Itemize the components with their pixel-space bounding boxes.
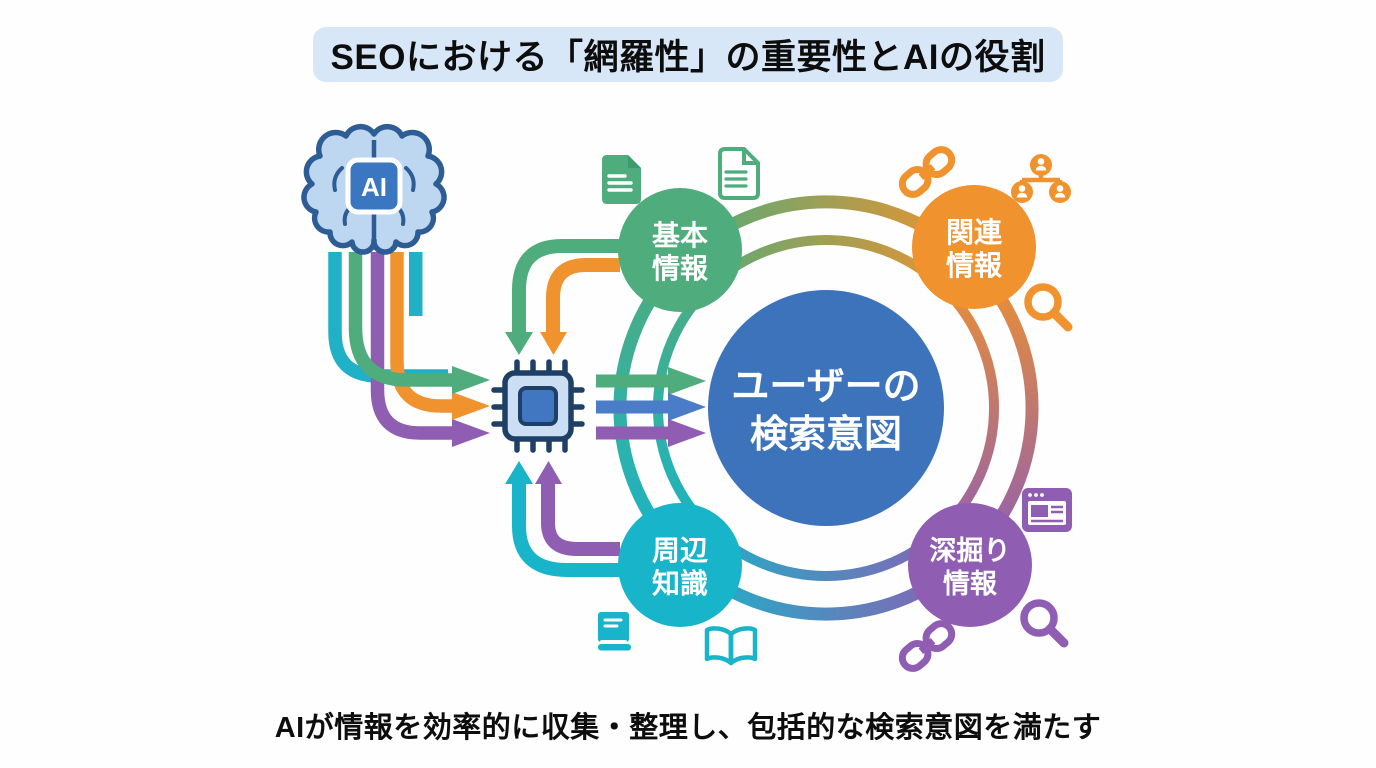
open-book-icon — [704, 626, 758, 666]
link-icon-purple — [898, 620, 956, 672]
node-related-label-1: 関連 — [946, 217, 1003, 248]
closed-book-icon — [598, 612, 631, 651]
bottom-input-arrows — [505, 461, 620, 577]
search-icon-purple — [1020, 599, 1069, 648]
node-basic-label-2: 情報 — [652, 253, 709, 284]
bottom-caption: AIが情報を効率的に収集・整理し、包括的な検索意図を満たす — [274, 712, 1102, 744]
cpu-chip-icon — [491, 359, 585, 453]
ai-chip-label: AI — [361, 172, 387, 202]
brain-to-chip-arrows — [328, 252, 490, 447]
search-icon-orange — [1024, 283, 1073, 332]
node-peripheral-knowledge: 周辺 知識 — [618, 503, 742, 627]
node-related-info: 関連 情報 — [912, 185, 1036, 309]
browser-window-icon — [1022, 488, 1072, 532]
node-basic-info: 基本 情報 — [618, 188, 742, 312]
brain-ai-icon: AI — [301, 123, 447, 255]
center-label-2: 検索意図 — [750, 414, 902, 456]
center-node: ユーザーの 検索意図 — [708, 290, 944, 526]
chip-to-intent-arrows — [596, 367, 706, 447]
node-peripheral-label-2: 知識 — [652, 567, 708, 599]
center-label-1: ユーザーの — [731, 366, 920, 408]
node-deep-label-2: 情報 — [943, 569, 998, 599]
node-basic-label-1: 基本 — [652, 220, 708, 251]
node-peripheral-label-1: 周辺 — [652, 535, 708, 566]
document-outline-icon — [718, 147, 760, 200]
top-input-arrows — [505, 239, 620, 355]
sitemap-people-icon — [1011, 154, 1071, 203]
document-solid-icon — [602, 155, 641, 204]
link-icon-orange — [898, 146, 956, 198]
node-deep-label-1: 深掘り — [930, 536, 1011, 566]
page-title: SEOにおける「網羅性」の重要性とAIの役割 — [313, 27, 1063, 82]
node-related-label-2: 情報 — [946, 250, 1003, 281]
node-deep-dive-info: 深掘り 情報 — [908, 503, 1032, 627]
